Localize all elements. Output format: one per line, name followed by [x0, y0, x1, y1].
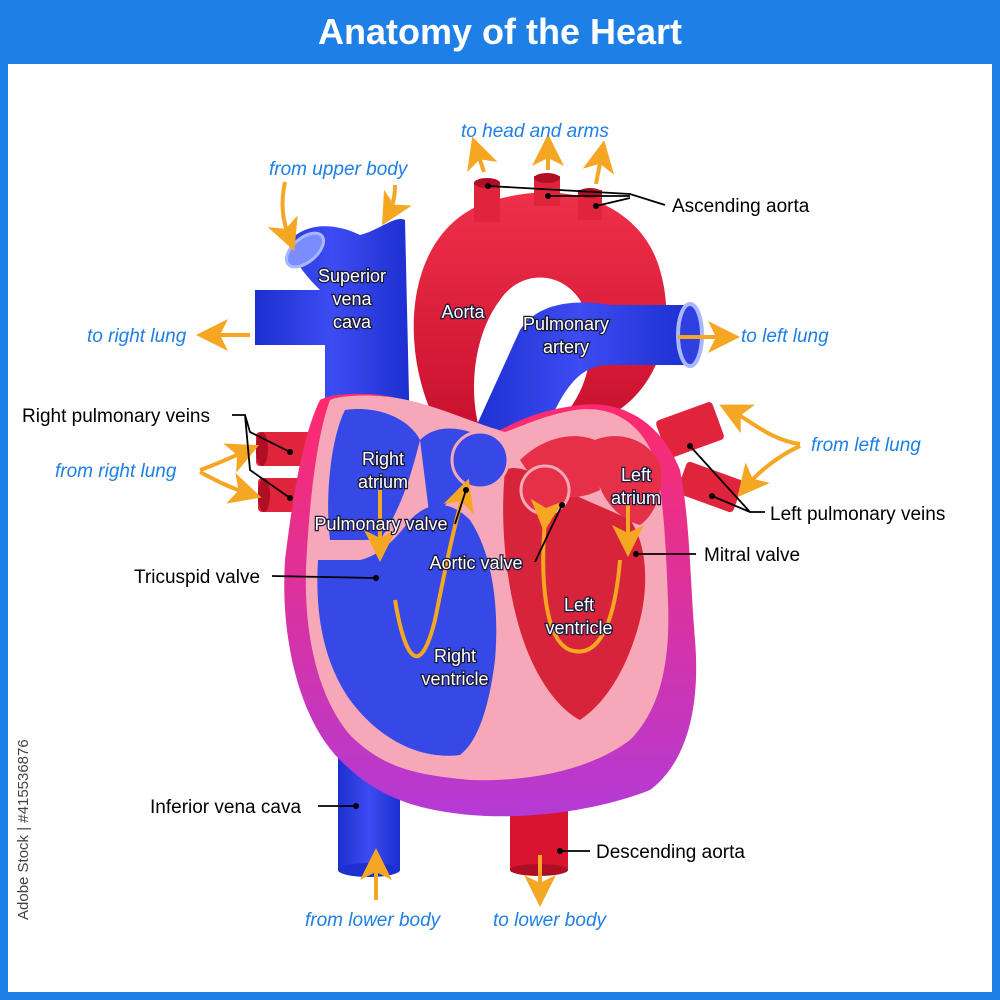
label-right-pulmonary-veins: Right pulmonary veins — [22, 406, 210, 427]
leader-dot-rpv-2 — [287, 495, 293, 501]
leader-dot-aortic — [559, 502, 565, 508]
label-from-right-lung: from right lung — [55, 461, 177, 482]
leader-dot-tricuspid — [373, 575, 379, 581]
label-pulmonary-artery-1: Pulmonary — [523, 314, 609, 334]
label-left-atrium-2: atrium — [611, 488, 661, 508]
watermark: Adobe Stock | #415536876 — [15, 739, 32, 920]
page-title: Anatomy of the Heart — [317, 11, 683, 52]
right-ventricle-chamber — [317, 505, 497, 756]
label-right-ventricle-1: Right — [434, 646, 476, 666]
arrow-from-left-lung-1 — [719, 404, 801, 446]
pulmonary-valve-shape — [450, 430, 510, 490]
label-from-lower-body: from lower body — [305, 910, 442, 931]
aorta-arch — [413, 192, 667, 430]
label-superior-vena-cava-3: cava — [333, 312, 372, 332]
arch-branch-2-cap — [534, 173, 560, 183]
leader-dot-pulmonary — [463, 487, 469, 493]
label-to-lower-body: to lower body — [493, 910, 608, 931]
leader-ascending-aorta — [487, 185, 666, 207]
label-ascending-aorta: Ascending aorta — [672, 196, 810, 217]
arrow-upper-body-1 — [267, 181, 298, 252]
right-atrium-chamber — [328, 409, 420, 540]
label-left-ventricle-2: ventricle — [545, 618, 612, 638]
label-superior-vena-cava-2: vena — [332, 289, 372, 309]
leader-dot-ivc — [353, 803, 359, 809]
superior-vena-cava — [255, 218, 410, 440]
arrow-head-arms-1 — [467, 136, 498, 173]
leader-lines — [232, 185, 765, 852]
leader-pulmonary-valve — [454, 489, 467, 525]
leader-dot-ascending-1 — [485, 183, 491, 189]
arrow-upper-body-2 — [382, 184, 412, 226]
label-left-ventricle-1: Left — [564, 595, 594, 615]
label-to-right-lung: to right lung — [87, 326, 187, 347]
arrow-from-right-lung-2 — [199, 470, 262, 504]
leader-tricuspid-valve — [271, 575, 377, 579]
leader-dot-lpv-1 — [687, 443, 693, 449]
leader-dot-ascending-3 — [593, 203, 599, 209]
label-aorta: Aorta — [441, 302, 485, 322]
label-left-pulmonary-veins: Left pulmonary veins — [770, 504, 945, 525]
leader-dot-ascending-2 — [545, 193, 551, 199]
arrow-head-arms-3 — [582, 140, 615, 185]
label-right-atrium-2: atrium — [358, 472, 408, 492]
label-right-atrium-1: Right — [362, 449, 404, 469]
leader-dot-rpv-1 — [287, 449, 293, 455]
label-from-left-lung: from left lung — [811, 435, 921, 456]
label-right-ventricle-2: ventricle — [421, 669, 488, 689]
leader-right-pulmonary-veins — [232, 414, 291, 499]
arrow-from-left-lung-2 — [737, 444, 801, 498]
label-pulmonary-artery-2: artery — [543, 337, 589, 357]
left-pulmonary-vein-upper — [656, 402, 724, 458]
left-pulmonary-vein-lower — [677, 461, 743, 513]
label-left-atrium-1: Left — [621, 465, 651, 485]
leader-dot-lpv-2 — [709, 493, 715, 499]
label-descending-aorta: Descending aorta — [596, 842, 745, 863]
label-superior-vena-cava-1: Superior — [318, 266, 386, 286]
flow-left-ventricle — [530, 498, 622, 654]
inferior-vena-cava-end — [338, 863, 400, 877]
leader-aortic-valve — [534, 504, 563, 563]
leader-dot-mitral — [633, 551, 639, 557]
leader-left-pulmonary-veins — [689, 445, 765, 513]
leader-dot-desc-aorta — [557, 848, 563, 854]
left-atrium-chamber — [595, 436, 662, 525]
label-to-head-and-arms: to head and arms — [461, 121, 609, 142]
label-tricuspid-valve: Tricuspid valve — [134, 567, 260, 588]
arrow-from-right-lung-1 — [199, 443, 259, 473]
label-mitral-valve: Mitral valve — [704, 545, 800, 566]
label-to-left-lung: to left lung — [741, 326, 829, 347]
label-inferior-vena-cava: Inferior vena cava — [150, 797, 301, 818]
label-aortic-valve: Aortic valve — [429, 553, 522, 573]
flow-right-ventricle — [393, 478, 474, 659]
label-pulmonary-valve: Pulmonary valve — [314, 514, 447, 534]
label-from-upper-body: from upper body — [269, 159, 409, 180]
